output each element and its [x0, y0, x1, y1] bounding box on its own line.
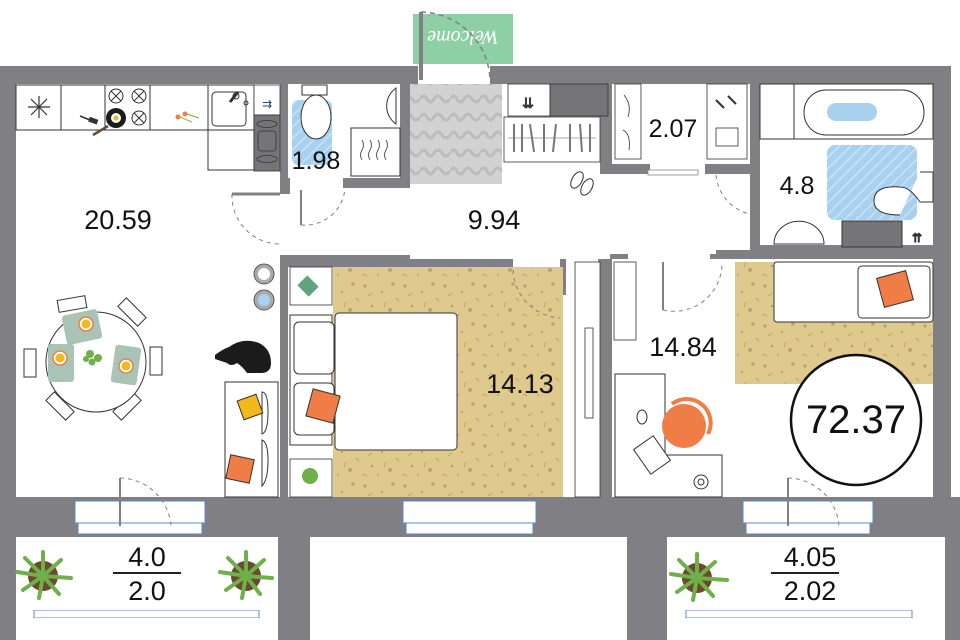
kitchen-door-swing: [231, 193, 281, 245]
nightstand-decor-icon: [297, 275, 319, 297]
kitchen-riser: ⇉: [253, 84, 281, 172]
sofa: [224, 381, 279, 498]
balcony-right-area: 4.05: [784, 542, 837, 572]
room-area-wardrobe: 2.07: [649, 115, 698, 143]
total-area-value: 72.37: [806, 398, 906, 442]
doormat: Welcome: [413, 11, 513, 81]
wc-door-swing: [300, 187, 346, 226]
bedroom-1-door-swing: [512, 269, 561, 319]
room-area-kitchen-living: 20.59: [84, 205, 152, 235]
bedroom-2-door-swing: [662, 261, 723, 312]
bedroom-2-shelf: [613, 261, 637, 341]
balcony-right-label: 4.05 2.02: [771, 542, 839, 606]
hall-wardrobe: ⇊: [503, 83, 609, 163]
table-plant-icon: [83, 350, 102, 366]
svg-text:⇉: ⇉: [262, 97, 272, 111]
agave-plant-icon: [218, 550, 274, 600]
svg-text:⇈: ⇈: [912, 231, 922, 245]
room-area-hallway: 9.94: [468, 205, 521, 235]
entrance-door-swing: [420, 11, 491, 81]
double-bed: [289, 312, 458, 451]
balcony-right-reduced-area: 2.02: [784, 576, 837, 606]
svg-text:⇊: ⇊: [522, 95, 534, 111]
room-area-bathroom: 4.8: [780, 172, 815, 200]
stove-icon: [108, 88, 147, 126]
sink-icon: [211, 91, 249, 127]
slippers-icon: [570, 171, 594, 196]
bedroom-1-wardrobe: [574, 261, 601, 498]
frying-pan-icon: [92, 108, 126, 137]
walk-in-closet: [614, 83, 748, 176]
agave-plant-icon: [15, 550, 73, 600]
room-area-wc: 1.98: [292, 147, 341, 175]
total-area-badge: 72.37: [789, 353, 923, 487]
balcony-left-label: 4.0 2.0: [113, 542, 181, 606]
wc-room: [292, 84, 401, 226]
single-bed: [773, 261, 934, 323]
dog-icon: [215, 340, 271, 373]
welcome-text: Welcome: [427, 26, 499, 48]
plant-icon: [302, 468, 318, 484]
utility-meters: [253, 263, 275, 311]
desk: [614, 373, 723, 498]
room-area-bedroom-2: 14.84: [649, 332, 717, 362]
hall-runner-rug: [410, 84, 502, 184]
balcony-left-reduced-area: 2.0: [128, 576, 166, 606]
balcony-left-door-swing: [119, 477, 172, 527]
carrots-icon: [175, 111, 200, 123]
windows: [33, 500, 913, 619]
spatula-icon: [79, 115, 99, 125]
agave-plant-icon: [669, 552, 729, 602]
below-area: [310, 537, 627, 640]
balcony-left-area: 4.0: [128, 542, 166, 572]
fridge-icon: [28, 96, 50, 118]
bathroom-fixtures: ⇈: [759, 83, 934, 248]
dining-table: [23, 295, 163, 421]
balcony-right-door-swing: [787, 477, 840, 527]
room-area-bedroom-1: 14.13: [486, 369, 554, 399]
